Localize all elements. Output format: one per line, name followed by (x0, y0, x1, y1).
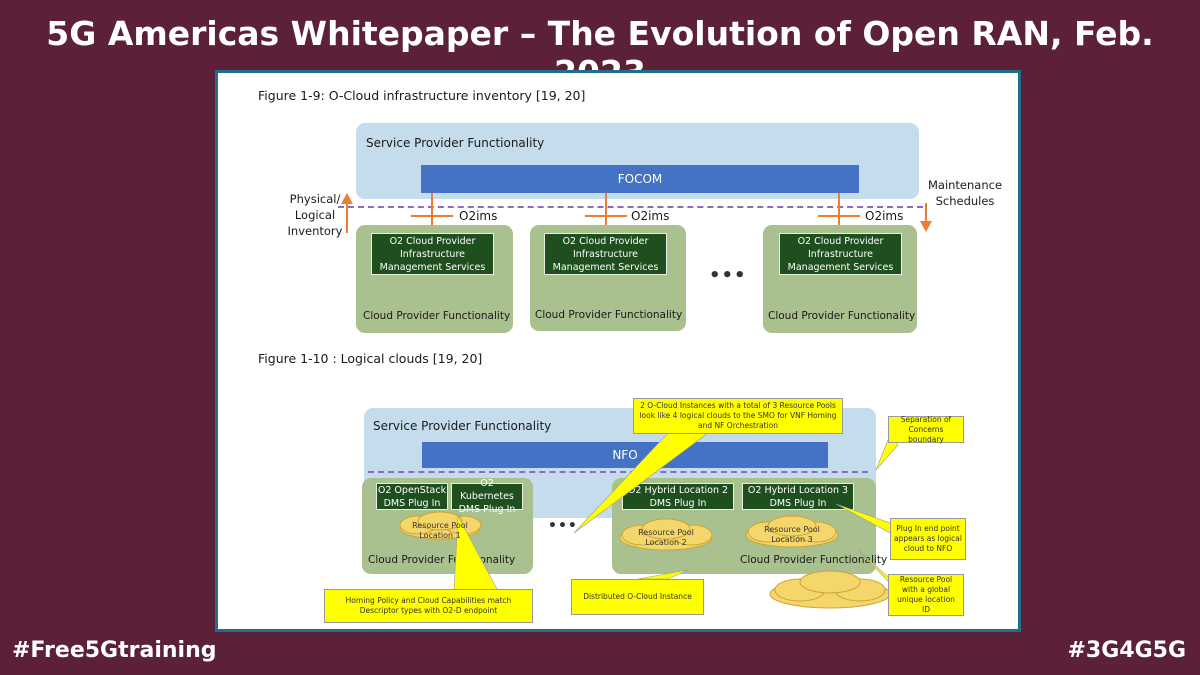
figure-panel: Figure 1-9: O-Cloud infrastructure inven… (215, 70, 1021, 632)
openstack-line-1: O2 OpenStack (377, 484, 447, 496)
resource-pool-cloud-2 (619, 518, 713, 551)
distributed-instance-callout: Distributed O-Cloud Instance (571, 579, 704, 615)
pool-3-line-1: Resource Pool (764, 525, 820, 534)
top-callout-pointer (573, 432, 709, 534)
focom-box: FOCOM (421, 165, 859, 193)
f2-boundary-dash (368, 471, 868, 473)
physical-inventory-line-2: Logical (294, 208, 336, 222)
down-arrow-icon (920, 221, 932, 232)
logical-clouds-callout: 2 O-Cloud Instances with a total of 3 Re… (633, 398, 843, 434)
hybrid-2-line-1: O2 Hybrid Location 2 (627, 484, 729, 496)
o2ims-connector-1 (431, 193, 433, 225)
o2ims-connector-2 (605, 193, 607, 225)
ims-2-line-1: O2 Cloud Provider (562, 235, 649, 247)
pool-3-line-2: Location 3 (771, 535, 813, 544)
global-pool-cloud (769, 570, 891, 609)
o2ims-crossbar-1 (411, 215, 453, 217)
distributed-callout-pointer (637, 569, 689, 580)
physical-inventory-line-1: Physical/ (289, 192, 341, 206)
ims-1-line-3: Management Services (379, 261, 486, 273)
cloud-provider-label-3: Cloud Provider Functionality (768, 310, 916, 322)
openstack-line-2: DMS Plug In (383, 497, 441, 509)
focom-label: FOCOM (617, 172, 663, 186)
ims-3-line-1: O2 Cloud Provider (797, 235, 884, 247)
cloud-provider-label-2: Cloud Provider Functionality (535, 309, 683, 321)
physical-inventory-line-3: Inventory (287, 224, 343, 238)
ims-2-line-2: Infrastructure (572, 248, 638, 260)
nfo-box: NFO (422, 442, 828, 468)
service-provider-label-2: Service Provider Functionality (373, 419, 552, 433)
o2ims-connector-3 (838, 193, 840, 225)
ims-2-line-3: Management Services (552, 261, 659, 273)
figure-1-9-caption: Figure 1-9: O-Cloud infrastructure inven… (258, 88, 586, 103)
service-provider-label: Service Provider Functionality (366, 136, 545, 150)
kubernetes-line-2: DMS Plug In (458, 504, 516, 515)
maintenance-line-2: Schedules (935, 194, 995, 208)
hybrid-3-line-1: O2 Hybrid Location 3 (747, 484, 849, 496)
f1-boundary-dash (338, 206, 923, 208)
f1-ellipsis: ••• (709, 265, 747, 286)
maintenance-arrow-shaft (925, 203, 927, 223)
pool-1-line-1: Resource Pool (412, 521, 468, 530)
pool-2-line-2: Location 2 (645, 538, 687, 547)
o2ims-crossbar-2 (585, 215, 627, 217)
hashtag-left: #Free5Gtraining (12, 638, 217, 663)
o2ims-label-3: O2ims (865, 209, 904, 223)
kubernetes-line-1: O2 Kubernetes (460, 478, 514, 502)
ims-1-line-1: O2 Cloud Provider (389, 235, 476, 247)
hybrid-2-line-2: DMS Plug In (649, 497, 707, 509)
separation-callout: Separation of Concerns boundary (888, 415, 964, 444)
hybrid-3-line-2: DMS Plug In (769, 497, 827, 509)
f2-ellipsis: ••• (548, 518, 578, 534)
physical-inventory-label: Physical/ Logical Inventory (286, 191, 344, 239)
maintenance-line-1: Maintenance (927, 178, 1003, 192)
ims-3-line-2: Infrastructure (807, 248, 873, 260)
physical-inventory-arrow-shaft (346, 203, 348, 233)
pool-global-callout: Resource Pool with a global unique locat… (888, 574, 964, 616)
figure-1-10-caption: Figure 1-10 : Logical clouds [19, 20] (258, 351, 483, 366)
clouds-and-pointers-svg (399, 432, 899, 609)
plugin-callout-pointer (835, 503, 895, 536)
pool-1-line-2: Location 1 (419, 531, 461, 540)
resource-pool-cloud-3 (745, 515, 839, 548)
up-arrow-icon (341, 193, 353, 204)
resource-pool-cloud-1 (399, 511, 482, 540)
pool-2-line-1: Resource Pool (638, 528, 694, 537)
ims-1-line-2: Infrastructure (399, 248, 465, 260)
plugin-endpoint-callout: Plug In end point appears as logical clo… (890, 518, 966, 560)
nfo-label: NFO (612, 448, 638, 462)
ims-3-line-3: Management Services (787, 261, 894, 273)
maintenance-schedules-label: Maintenance Schedules (924, 177, 1006, 209)
o2ims-label-1: O2ims (459, 209, 498, 223)
homing-policy-callout: Homing Policy and Cloud Capabilities mat… (324, 589, 533, 623)
cloud-provider-label-1: Cloud Provider Functionality (363, 310, 511, 322)
o2ims-crossbar-3 (818, 215, 860, 217)
cloud-provider-right-label: Cloud Provider Functionality (740, 554, 888, 566)
hashtag-right: #3G4G5G (1067, 638, 1186, 663)
o2ims-label-2: O2ims (631, 209, 670, 223)
